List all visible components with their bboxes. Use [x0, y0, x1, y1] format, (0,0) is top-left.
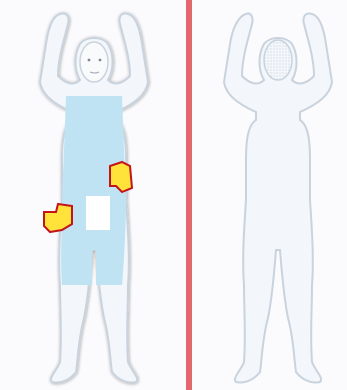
front-figure-icon — [0, 0, 186, 390]
back-head — [264, 40, 292, 80]
back-figure-icon — [192, 0, 347, 390]
groin-area — [86, 196, 110, 230]
back-view-panel[interactable] — [192, 0, 347, 390]
front-view-panel[interactable] — [0, 0, 186, 390]
cleared-region — [61, 96, 126, 285]
head-outline — [80, 42, 108, 82]
